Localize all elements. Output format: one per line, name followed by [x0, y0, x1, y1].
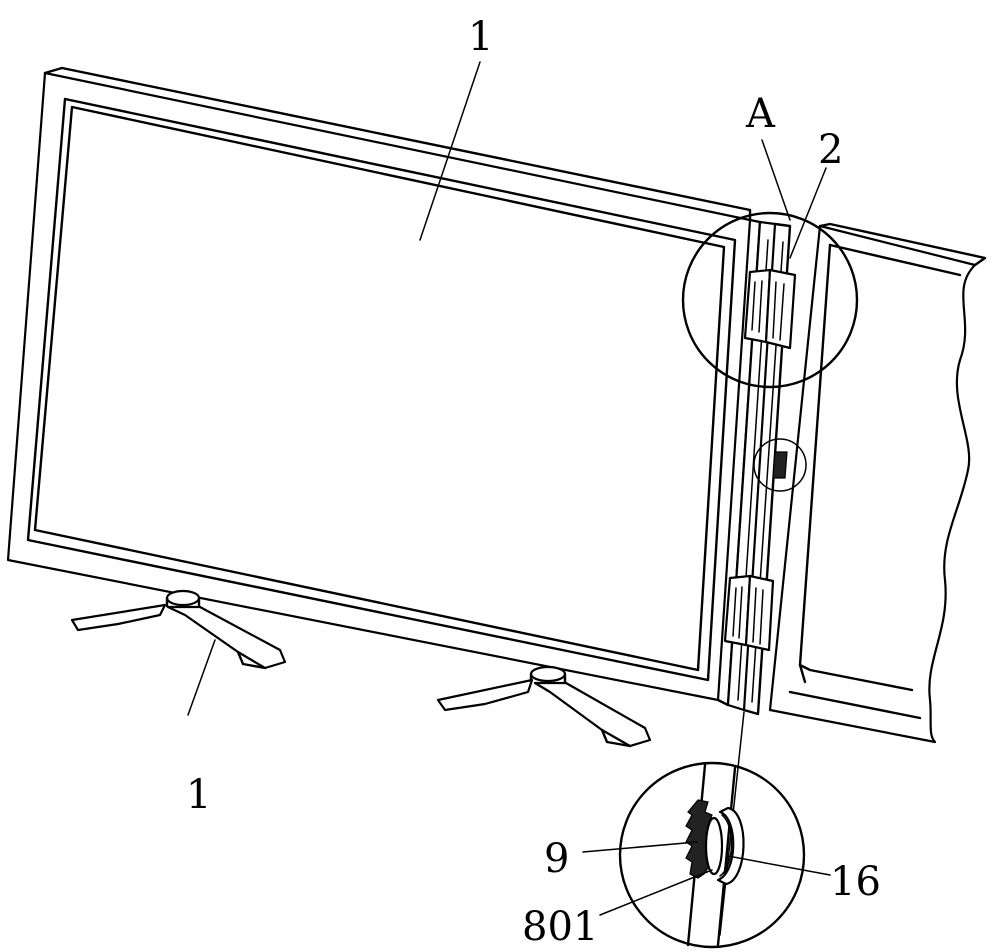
label-screen: 1 [468, 14, 493, 60]
hinge-strip [723, 220, 797, 716]
label-panel: 2 [818, 127, 843, 173]
monitor [6, 66, 762, 707]
monitor-screen [33, 105, 726, 672]
detail-circle-small [753, 438, 807, 492]
panel-right [768, 222, 987, 744]
label-gear: 9 [544, 836, 569, 882]
hub-part-801 [704, 816, 724, 876]
leader-lines [187, 61, 831, 916]
monitor-frame [6, 71, 752, 702]
detail-circle-a [681, 211, 859, 389]
label-stand: 1 [186, 772, 211, 818]
magnified-detail [618, 711, 806, 949]
stand-right [436, 665, 652, 748]
stand-left [70, 589, 287, 670]
label-hub: 801 [522, 904, 598, 950]
wheel-part-16 [716, 806, 745, 886]
monitor-bezel [26, 97, 737, 682]
label-wheel: 16 [830, 859, 881, 905]
label-detail-a: A [745, 91, 776, 137]
